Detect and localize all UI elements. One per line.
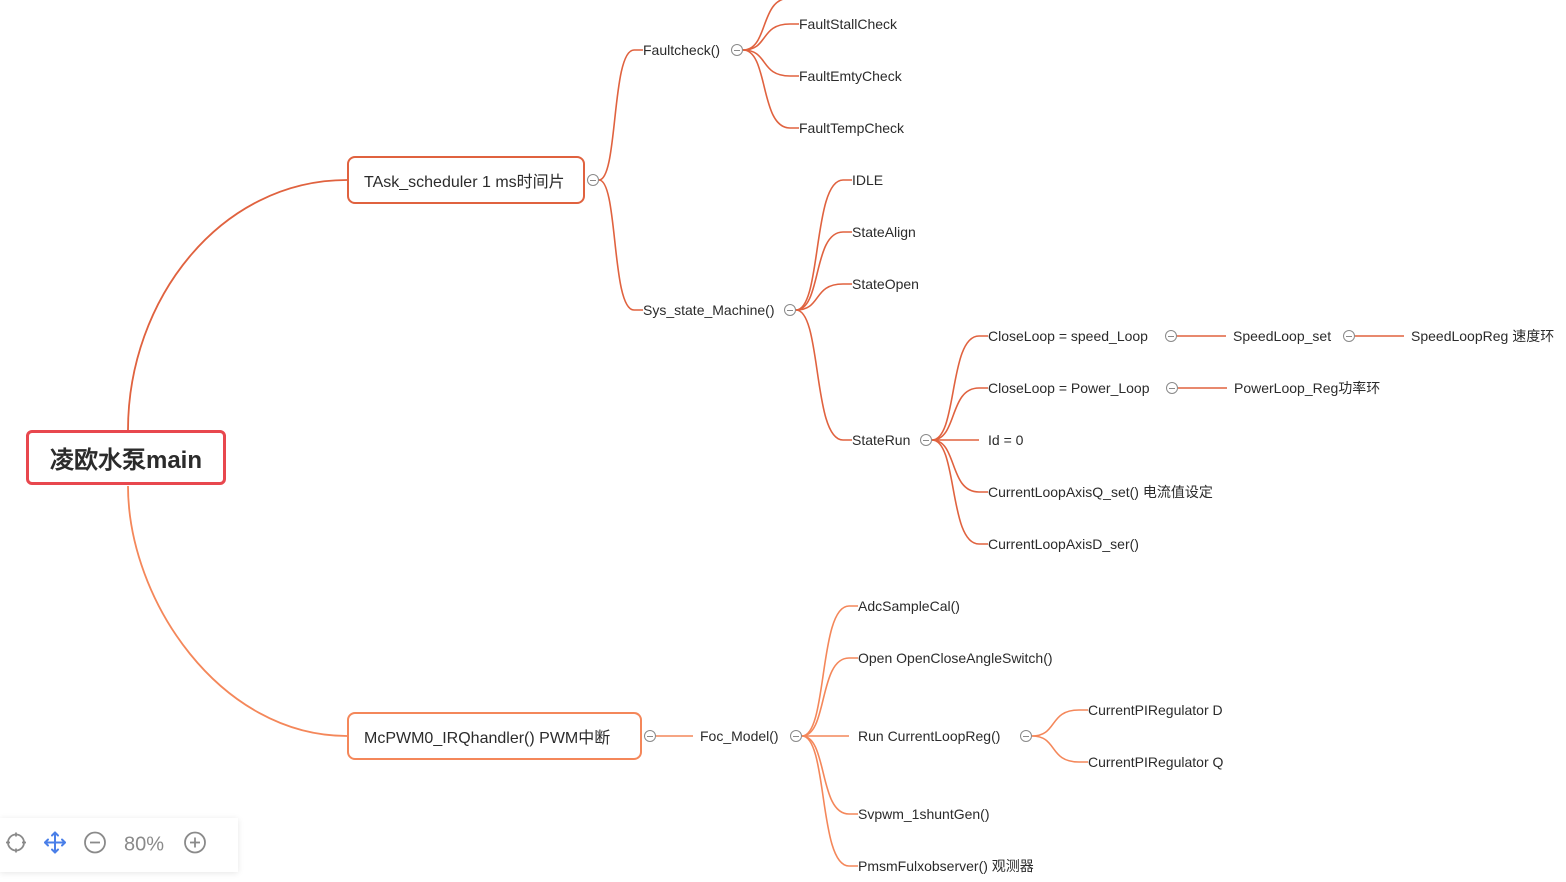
connector-idle	[795, 179, 852, 311]
current-pi-d-node[interactable]: CurrentPIRegulator D	[1088, 702, 1223, 718]
id-zero-node[interactable]: Id = 0	[988, 432, 1024, 448]
powerloop-reg-node[interactable]: PowerLoop_Reg功率环	[1234, 380, 1381, 396]
speedloop-set-node[interactable]: SpeedLoop_set	[1233, 328, 1332, 344]
current-pi-q-node[interactable]: CurrentPIRegulator Q	[1088, 754, 1224, 770]
state-open-node[interactable]: StateOpen	[852, 276, 919, 292]
svpwm-node[interactable]: Svpwm_1shuntGen()	[858, 806, 990, 822]
current-loop-q-node[interactable]: CurrentLoopAxisQ_set() 电流值设定	[988, 484, 1213, 500]
connector-open	[795, 283, 852, 311]
connector-closeloop-speed	[931, 335, 988, 441]
task-scheduler-node[interactable]: TAsk_scheduler 1 ms时间片	[347, 156, 585, 204]
move-icon[interactable]	[43, 831, 67, 860]
collapse-task-scheduler-toggle[interactable]	[587, 174, 599, 186]
run-current-loop-node[interactable]: Run CurrentLoopReg()	[858, 728, 1001, 744]
collapse-speedloop-set-toggle[interactable]	[1343, 330, 1355, 342]
root-node[interactable]: 凌欧水泵main	[26, 430, 226, 485]
connector-open-angle	[801, 657, 858, 737]
connector-pi-d	[1031, 709, 1088, 737]
connector-current-d	[931, 439, 988, 545]
closeloop-speed-node[interactable]: CloseLoop = speed_Loop	[988, 328, 1148, 344]
fault-emty-check-node[interactable]: FaultEmtyCheck	[799, 68, 902, 84]
zoom-out-icon[interactable]	[83, 831, 107, 860]
adc-sample-node[interactable]: AdcSampleCal()	[858, 598, 960, 614]
pmsm-observer-node[interactable]: PmsmFulxobserver() 观测器	[858, 858, 1034, 874]
collapse-pwm-handler-toggle[interactable]	[644, 730, 656, 742]
connector-state-machine	[598, 179, 643, 311]
fault-temp-check-node[interactable]: FaultTempCheck	[799, 120, 905, 136]
connector-fault-hidden	[742, 0, 783, 51]
closeloop-power-node[interactable]: CloseLoop = Power_Loop	[988, 380, 1150, 396]
state-run-node[interactable]: StateRun	[852, 432, 911, 448]
zoom-in-icon[interactable]	[183, 831, 207, 860]
current-loop-d-node[interactable]: CurrentLoopAxisD_ser()	[988, 536, 1139, 552]
speedloop-reg-node[interactable]: SpeedLoopReg 速度环	[1411, 328, 1555, 344]
collapse-state-machine-toggle[interactable]	[784, 304, 796, 316]
connector-fault-temp	[742, 49, 799, 129]
root-connector-bottom	[127, 485, 348, 737]
root-label: 凌欧水泵main	[49, 447, 202, 474]
connector-faultcheck	[598, 49, 643, 181]
connector-pi-q	[1031, 735, 1088, 763]
pwm-handler-node[interactable]: McPWM0_IRQhandler() PWM中断	[347, 712, 642, 760]
zoom-toolbar: 80%	[0, 818, 238, 872]
collapse-foc-model-toggle[interactable]	[790, 730, 802, 742]
connector-current-q	[931, 439, 988, 493]
root-connector-top	[127, 179, 348, 431]
collapse-state-run-toggle[interactable]	[920, 434, 932, 446]
collapse-run-current-loop-toggle[interactable]	[1020, 730, 1032, 742]
pwm-handler-label: McPWM0_IRQhandler() PWM中断	[364, 730, 611, 747]
open-angle-switch-node[interactable]: Open OpenCloseAngleSwitch()	[858, 650, 1053, 666]
sys-state-machine-node[interactable]: Sys_state_Machine()	[643, 302, 775, 318]
connector-fault-emty	[742, 49, 799, 77]
fault-stall-check-node[interactable]: FaultStallCheck	[799, 16, 898, 32]
connector-align	[795, 231, 852, 311]
connector-closeloop-power	[931, 387, 988, 441]
state-align-node[interactable]: StateAlign	[852, 224, 916, 240]
connector-adc	[801, 605, 858, 737]
connector-pmsm	[801, 735, 858, 867]
connector-fault-stall	[742, 23, 799, 51]
collapse-closeloop-power-toggle[interactable]	[1166, 382, 1178, 394]
connector-svpwm	[801, 735, 858, 815]
zoom-level-label: 80%	[124, 833, 165, 856]
collapse-closeloop-speed-toggle[interactable]	[1165, 330, 1177, 342]
faultcheck-node[interactable]: Faultcheck()	[643, 42, 721, 58]
locate-icon[interactable]	[4, 831, 28, 860]
collapse-faultcheck-toggle[interactable]	[731, 44, 743, 56]
task-scheduler-label: TAsk_scheduler 1 ms时间片	[364, 174, 565, 191]
connector-run	[795, 309, 852, 441]
foc-model-node[interactable]: Foc_Model()	[700, 728, 779, 744]
state-idle-node[interactable]: IDLE	[852, 172, 884, 188]
